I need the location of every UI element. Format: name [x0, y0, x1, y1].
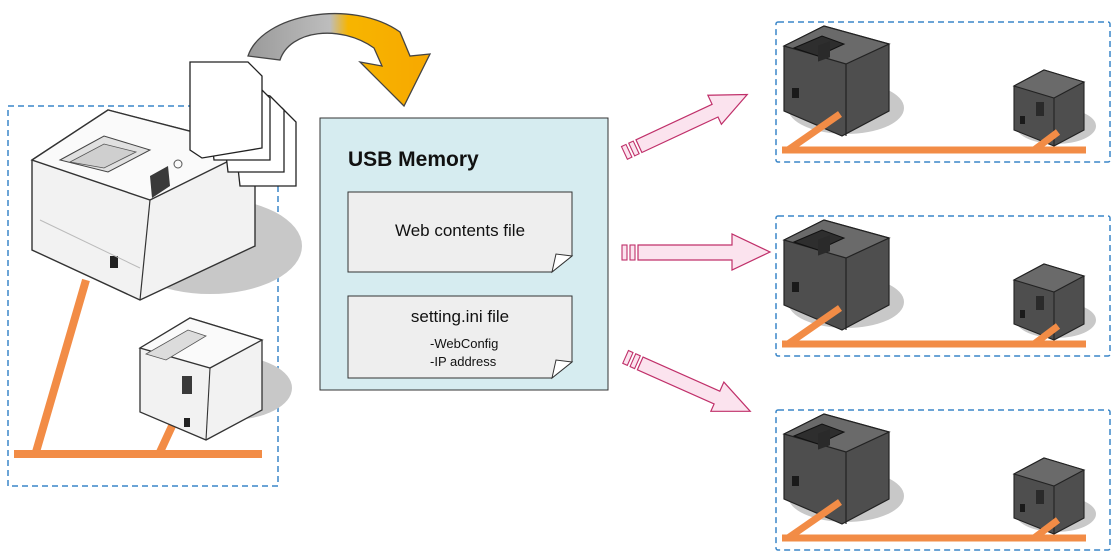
curved-transfer-arrow-icon	[247, 12, 432, 108]
setting-detail-ip-address: -IP address	[430, 354, 497, 369]
target-group-3	[776, 410, 1110, 550]
right-arrow-icon	[620, 93, 749, 160]
master-group	[7, 61, 302, 487]
usb-memory-title: USB Memory	[348, 148, 479, 171]
setting-detail-webconfig: -WebConfig	[430, 336, 498, 351]
setting-ini-file-label: setting.ini file	[411, 307, 509, 326]
target-group-1	[776, 22, 1110, 162]
compact-receipt-printer-icon	[138, 317, 292, 441]
master-group-border	[7, 105, 279, 487]
document-stack-icon	[189, 61, 297, 187]
usb-memory-box: USB Memory Web contents file setting.ini…	[319, 117, 609, 391]
right-arrow-icon	[621, 233, 772, 271]
web-contents-file: Web contents file	[347, 191, 574, 274]
thermal-receipt-printer-icon	[30, 109, 302, 301]
setting-ini-file: setting.ini file -WebConfig -IP address	[347, 295, 574, 380]
right-arrow-icon	[622, 349, 752, 412]
network-branch	[32, 278, 90, 454]
target-group-2	[776, 216, 1110, 356]
web-contents-file-label: Web contents file	[395, 221, 525, 240]
